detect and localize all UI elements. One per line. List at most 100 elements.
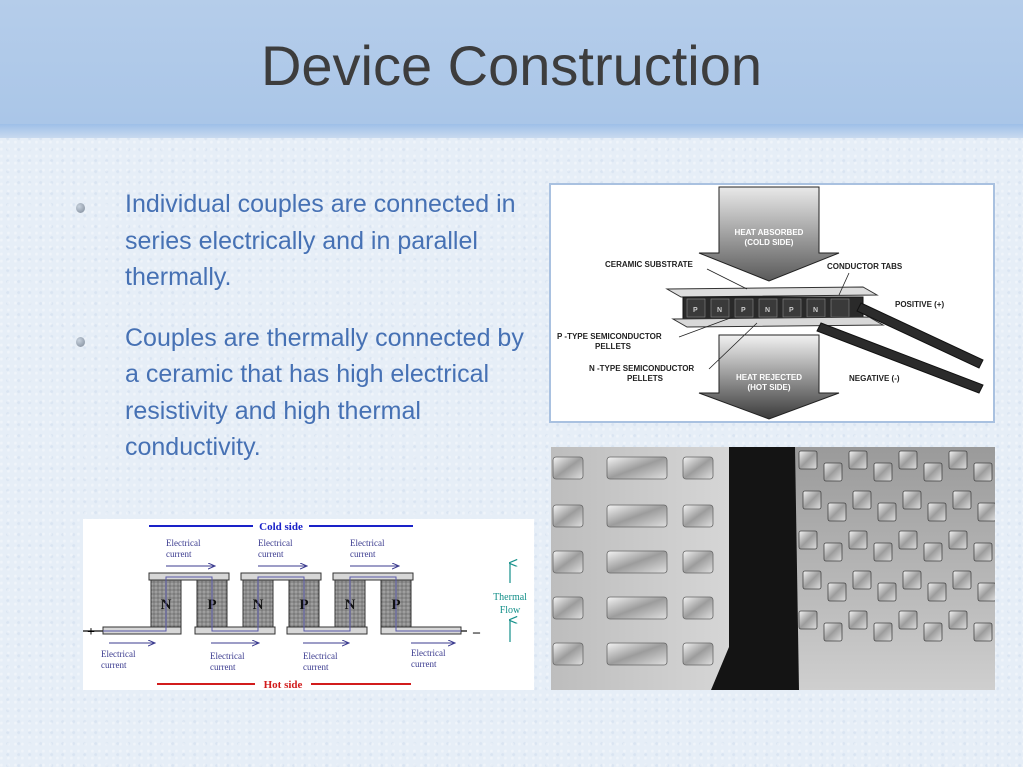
p-type-label: P -TYPE SEMICONDUCTOR [557, 332, 662, 341]
current-path [103, 576, 461, 632]
flow-label: Flow [500, 605, 521, 616]
pellet-cube [848, 450, 868, 470]
hot-side-label: Hot side [264, 679, 303, 690]
pellet-cube [823, 462, 843, 482]
pellet-cube [848, 530, 868, 550]
current-label: Electrical [411, 648, 446, 658]
slide-title: Device Construction [260, 34, 763, 97]
cold-side-label: (COLD SIDE) [745, 238, 794, 247]
bullet-item: Individual couples are connected in seri… [70, 186, 540, 296]
pellet-cube [898, 610, 918, 630]
hot-side-label: (HOT SIDE) [747, 383, 790, 392]
heat-absorbed-arrow [698, 186, 840, 282]
solder-tab [606, 550, 668, 574]
top-ceramic-plate [665, 286, 879, 298]
positive-wire [856, 302, 984, 369]
thermoelectric-module-diagram: HEAT ABSORBED (COLD SIDE) HEAT REJECTED … [549, 183, 995, 423]
heat-rejected-label: HEAT REJECTED [736, 373, 802, 382]
pellet-cube [898, 450, 918, 470]
pellet-cube [798, 530, 818, 550]
pellet-cube [798, 450, 818, 470]
heat-rejected-arrow [698, 334, 840, 420]
pellet-cube [827, 582, 847, 602]
right-cube-group [798, 450, 995, 642]
pellet-letter: P [789, 307, 794, 314]
solder-tab [606, 642, 668, 666]
pellet-cube [877, 582, 897, 602]
bullet-icon [76, 203, 85, 213]
pellet-cube [873, 542, 893, 562]
current-label: current [101, 660, 127, 670]
plus-sign: + [87, 625, 95, 640]
current-label: current [258, 549, 284, 559]
pellet-cube [923, 542, 943, 562]
solder-tab [682, 596, 714, 620]
bullet-icon [76, 336, 85, 347]
pellet-cube [877, 502, 897, 522]
ceramic-substrate-label: CERAMIC SUBSTRATE [605, 260, 694, 269]
couple-schematic: Cold side Hot side N P N P [83, 519, 534, 690]
pellet-letter: N [717, 307, 722, 314]
solder-tab [682, 550, 714, 574]
pellet-cube [798, 610, 818, 630]
pellet-cube [923, 462, 943, 482]
pellet-cube [973, 462, 993, 482]
bullet-item: Couples are thermally connected by a cer… [70, 320, 540, 466]
solder-tab [606, 596, 668, 620]
pellet-letter: P [741, 307, 746, 314]
n-type-label-2: PELLETS [627, 374, 664, 383]
pellet-cube [898, 530, 918, 550]
pellet-letter: P [693, 307, 698, 314]
pellet-array-photo [551, 447, 995, 690]
solder-tab [552, 456, 584, 480]
current-label: Electrical [166, 538, 201, 548]
pellet-cube [948, 450, 968, 470]
solder-tab [552, 550, 584, 574]
negative-wire [816, 322, 984, 394]
pellet-cube [923, 622, 943, 642]
current-label: current [166, 549, 192, 559]
pellet-cube [823, 622, 843, 642]
title-band-edge [0, 124, 1023, 138]
solder-tab [682, 456, 714, 480]
thermal-label: Thermal [493, 592, 527, 603]
left-tab-group [552, 456, 714, 666]
current-label: Electrical [101, 649, 136, 659]
pellet-cube [927, 582, 947, 602]
pellet-cube [827, 502, 847, 522]
negative-label: NEGATIVE (-) [849, 374, 900, 383]
bullet-text: Couples are thermally connected by a cer… [125, 323, 524, 462]
conductor-tabs-label: CONDUCTOR TABS [827, 262, 903, 271]
heat-absorbed-label: HEAT ABSORBED [735, 228, 804, 237]
pellet-cube [823, 542, 843, 562]
solder-tab [552, 642, 584, 666]
pellet-cube [948, 530, 968, 550]
current-label: current [411, 659, 437, 669]
current-label: Electrical [350, 538, 385, 548]
pellet-row [682, 296, 864, 320]
pellet-cube [848, 610, 868, 630]
pellet-cube [802, 490, 822, 510]
title-band [0, 0, 1023, 124]
bottom-ceramic-plate [671, 316, 885, 328]
positive-label: POSITIVE (+) [895, 300, 944, 309]
right-board [795, 447, 995, 690]
current-label: current [210, 662, 236, 672]
solder-tab [552, 596, 584, 620]
bullet-text: Individual couples are connected in seri… [125, 190, 516, 291]
current-label: current [350, 549, 376, 559]
bullet-list: Individual couples are connected in seri… [70, 186, 540, 466]
pellet-cube [873, 462, 893, 482]
pellet-cube [977, 502, 995, 522]
pellet-letter: N [765, 307, 770, 314]
p-type-label-2: PELLETS [595, 342, 632, 351]
current-label: current [303, 662, 329, 672]
solder-tab [552, 504, 584, 528]
pellet-cube [948, 610, 968, 630]
solder-tab [682, 642, 714, 666]
pellet-cube [902, 570, 922, 590]
solder-tab [606, 504, 668, 528]
pellet-cube [977, 582, 995, 602]
current-label: Electrical [210, 651, 245, 661]
pellet-cube [952, 490, 972, 510]
